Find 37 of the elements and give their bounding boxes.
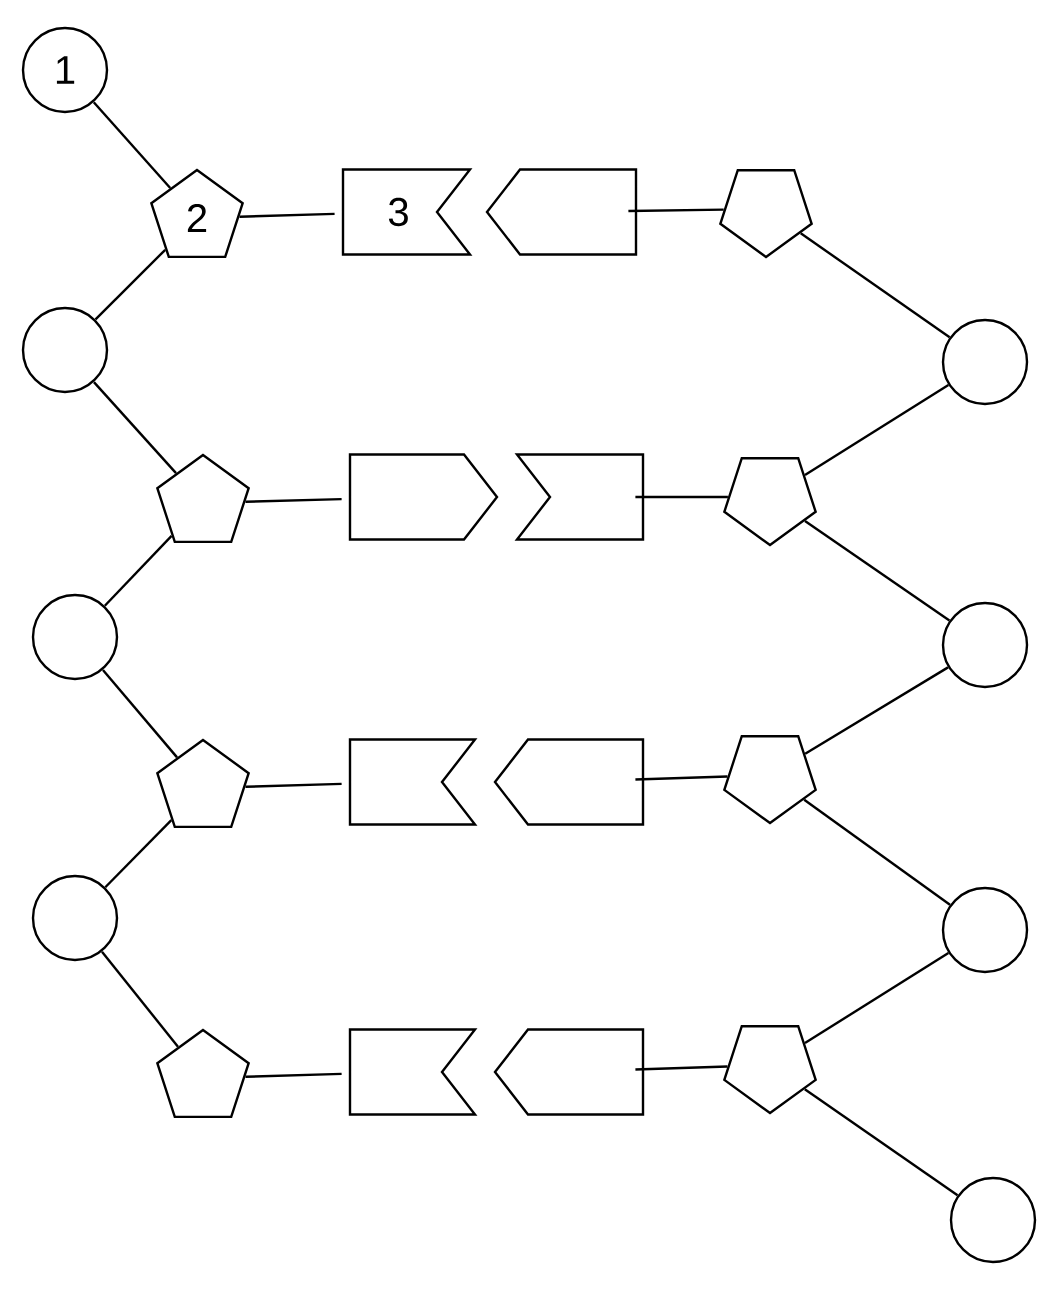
circle bbox=[941, 886, 1029, 974]
notched-block bbox=[348, 1028, 478, 1116]
notched-block: 3 bbox=[341, 168, 473, 256]
arrow-block bbox=[348, 453, 499, 541]
connector-line bbox=[635, 775, 728, 781]
connector-line bbox=[804, 1088, 959, 1197]
circle bbox=[949, 1176, 1037, 1264]
connector-line bbox=[239, 212, 335, 218]
arrow-block bbox=[485, 168, 638, 256]
circle bbox=[941, 601, 1029, 689]
connector-line bbox=[103, 535, 173, 607]
connector-line bbox=[804, 383, 950, 477]
arrow-block bbox=[493, 738, 645, 826]
connector-line bbox=[800, 232, 951, 339]
notched-block bbox=[348, 738, 478, 826]
connector-line bbox=[93, 381, 177, 474]
connector-line bbox=[804, 951, 950, 1045]
connector-line bbox=[635, 1065, 728, 1071]
connector-line bbox=[245, 782, 342, 788]
circle bbox=[941, 318, 1029, 406]
connector-line bbox=[635, 495, 728, 499]
connector-line bbox=[92, 101, 172, 189]
connector-line bbox=[804, 520, 951, 622]
connector-line bbox=[94, 248, 167, 321]
connector-line bbox=[245, 497, 342, 503]
arrow-block bbox=[493, 1028, 645, 1116]
connector-line bbox=[104, 819, 173, 889]
connector-line bbox=[102, 669, 178, 759]
circle bbox=[31, 874, 119, 962]
notched-block bbox=[514, 453, 645, 541]
connector-line bbox=[245, 1072, 342, 1078]
connector-line bbox=[101, 951, 179, 1048]
circle bbox=[21, 306, 109, 394]
connector-line bbox=[804, 666, 949, 755]
connector-line bbox=[803, 798, 951, 906]
circle bbox=[31, 593, 119, 681]
connector-line bbox=[628, 208, 724, 213]
